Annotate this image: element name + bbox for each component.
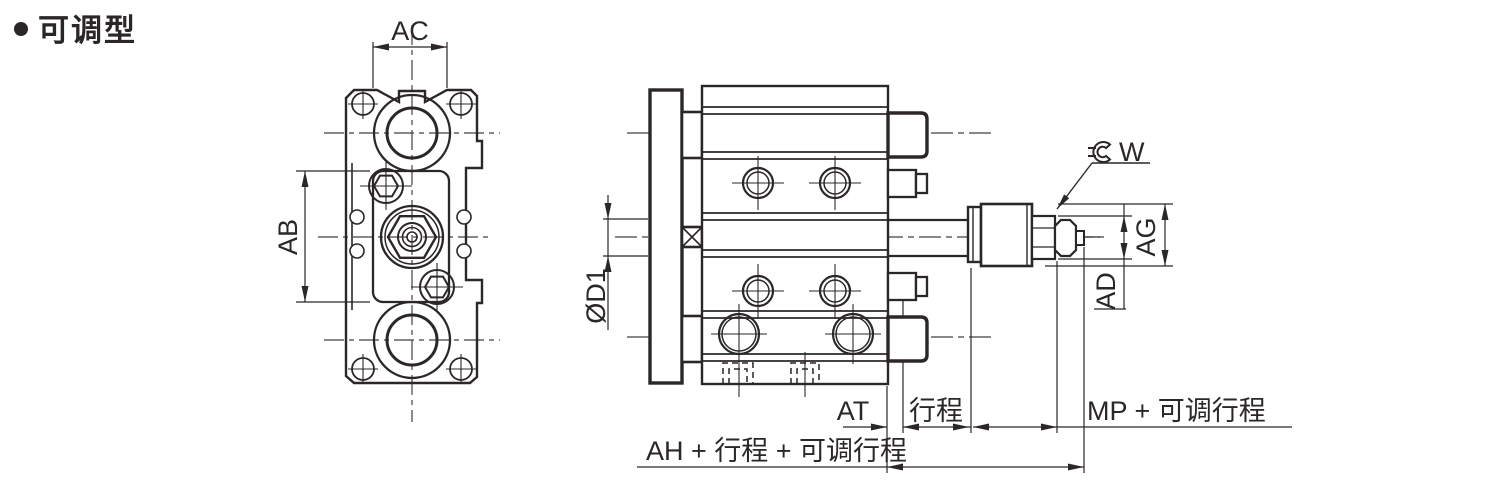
dim-ad [1058, 204, 1132, 310]
title-text: 可调型 [38, 13, 137, 48]
guide-rod-end-bottom [886, 315, 929, 363]
front-plate-outline [344, 88, 484, 385]
dim-row-1 [843, 423, 1292, 431]
front-view-drawing: AC AB [273, 16, 500, 422]
dim-ab [296, 170, 370, 303]
dim-ad-label: AD [1091, 272, 1121, 310]
guide-rod-boss-bottom [680, 314, 704, 364]
arrowhead [1057, 194, 1070, 209]
total-length-label: AH + 行程 + 可调行程 [646, 436, 907, 466]
bullet-icon [14, 22, 28, 36]
dim-ag [1045, 203, 1173, 267]
arrowhead [373, 43, 389, 51]
bottom-extension-lines [886, 247, 1085, 473]
side-view-drawing: W ØD1 AD AG [581, 84, 1292, 473]
switch-rail-bumps [349, 209, 472, 259]
arrowhead [1068, 463, 1084, 471]
dim-ab-label: AB [273, 219, 303, 255]
arrowhead [953, 423, 969, 431]
dim-d1 [603, 195, 648, 330]
wrench-flats-label: W [1119, 137, 1145, 167]
adjusting-hex-nut [1053, 218, 1078, 258]
piston-rod [888, 218, 968, 258]
corner-screws [348, 89, 476, 384]
arrowhead [1120, 243, 1128, 259]
stopper-body [979, 202, 1034, 268]
lock-nut [1030, 214, 1057, 261]
piston-rod-nut-front [379, 204, 445, 270]
arrowhead [973, 423, 989, 431]
arrowhead [1161, 250, 1169, 266]
stopper-bolt-assembly [966, 202, 1100, 268]
wrench-icon [1088, 141, 1112, 163]
stopper-collar [966, 205, 983, 264]
hex-socket-screw-bottom [411, 263, 463, 311]
arrowhead [903, 423, 919, 431]
arrowhead [1120, 216, 1128, 232]
page-title: 可调型 [14, 13, 137, 48]
mounting-holes [732, 156, 861, 318]
arrowhead [431, 43, 447, 51]
dim-row-2 [637, 463, 1084, 471]
hex-socket-screw-top [360, 162, 412, 210]
dim-d1-label: ØD1 [581, 268, 611, 324]
cylinder-tube-profile [371, 169, 451, 304]
counterbore-holes [711, 304, 881, 397]
mp-adjustable-stroke-label: MP + 可调行程 [1087, 396, 1266, 426]
dim-ac-label: AC [391, 16, 429, 46]
arrowhead [604, 256, 612, 272]
arrowhead [604, 203, 612, 219]
flange-plate [648, 88, 684, 385]
dim-ac [372, 42, 448, 88]
arrowhead [1041, 423, 1057, 431]
guide-rod-boss-top [680, 110, 704, 160]
wrench-callout [1056, 141, 1150, 210]
right-bosses [886, 168, 929, 302]
arrowhead [301, 171, 309, 187]
arrowhead [301, 286, 309, 302]
arrowhead [1161, 204, 1169, 220]
cylinder-body [700, 84, 890, 386]
dim-at-label: AT [837, 396, 870, 426]
bolt-tip [1075, 230, 1085, 246]
arrowhead [871, 423, 887, 431]
dim-ag-label: AG [1131, 217, 1161, 256]
arrowhead [887, 463, 903, 471]
stroke-label: 行程 [909, 396, 963, 426]
piston-rod-section-symbol [680, 225, 704, 249]
guide-rod-end-top [886, 111, 929, 159]
